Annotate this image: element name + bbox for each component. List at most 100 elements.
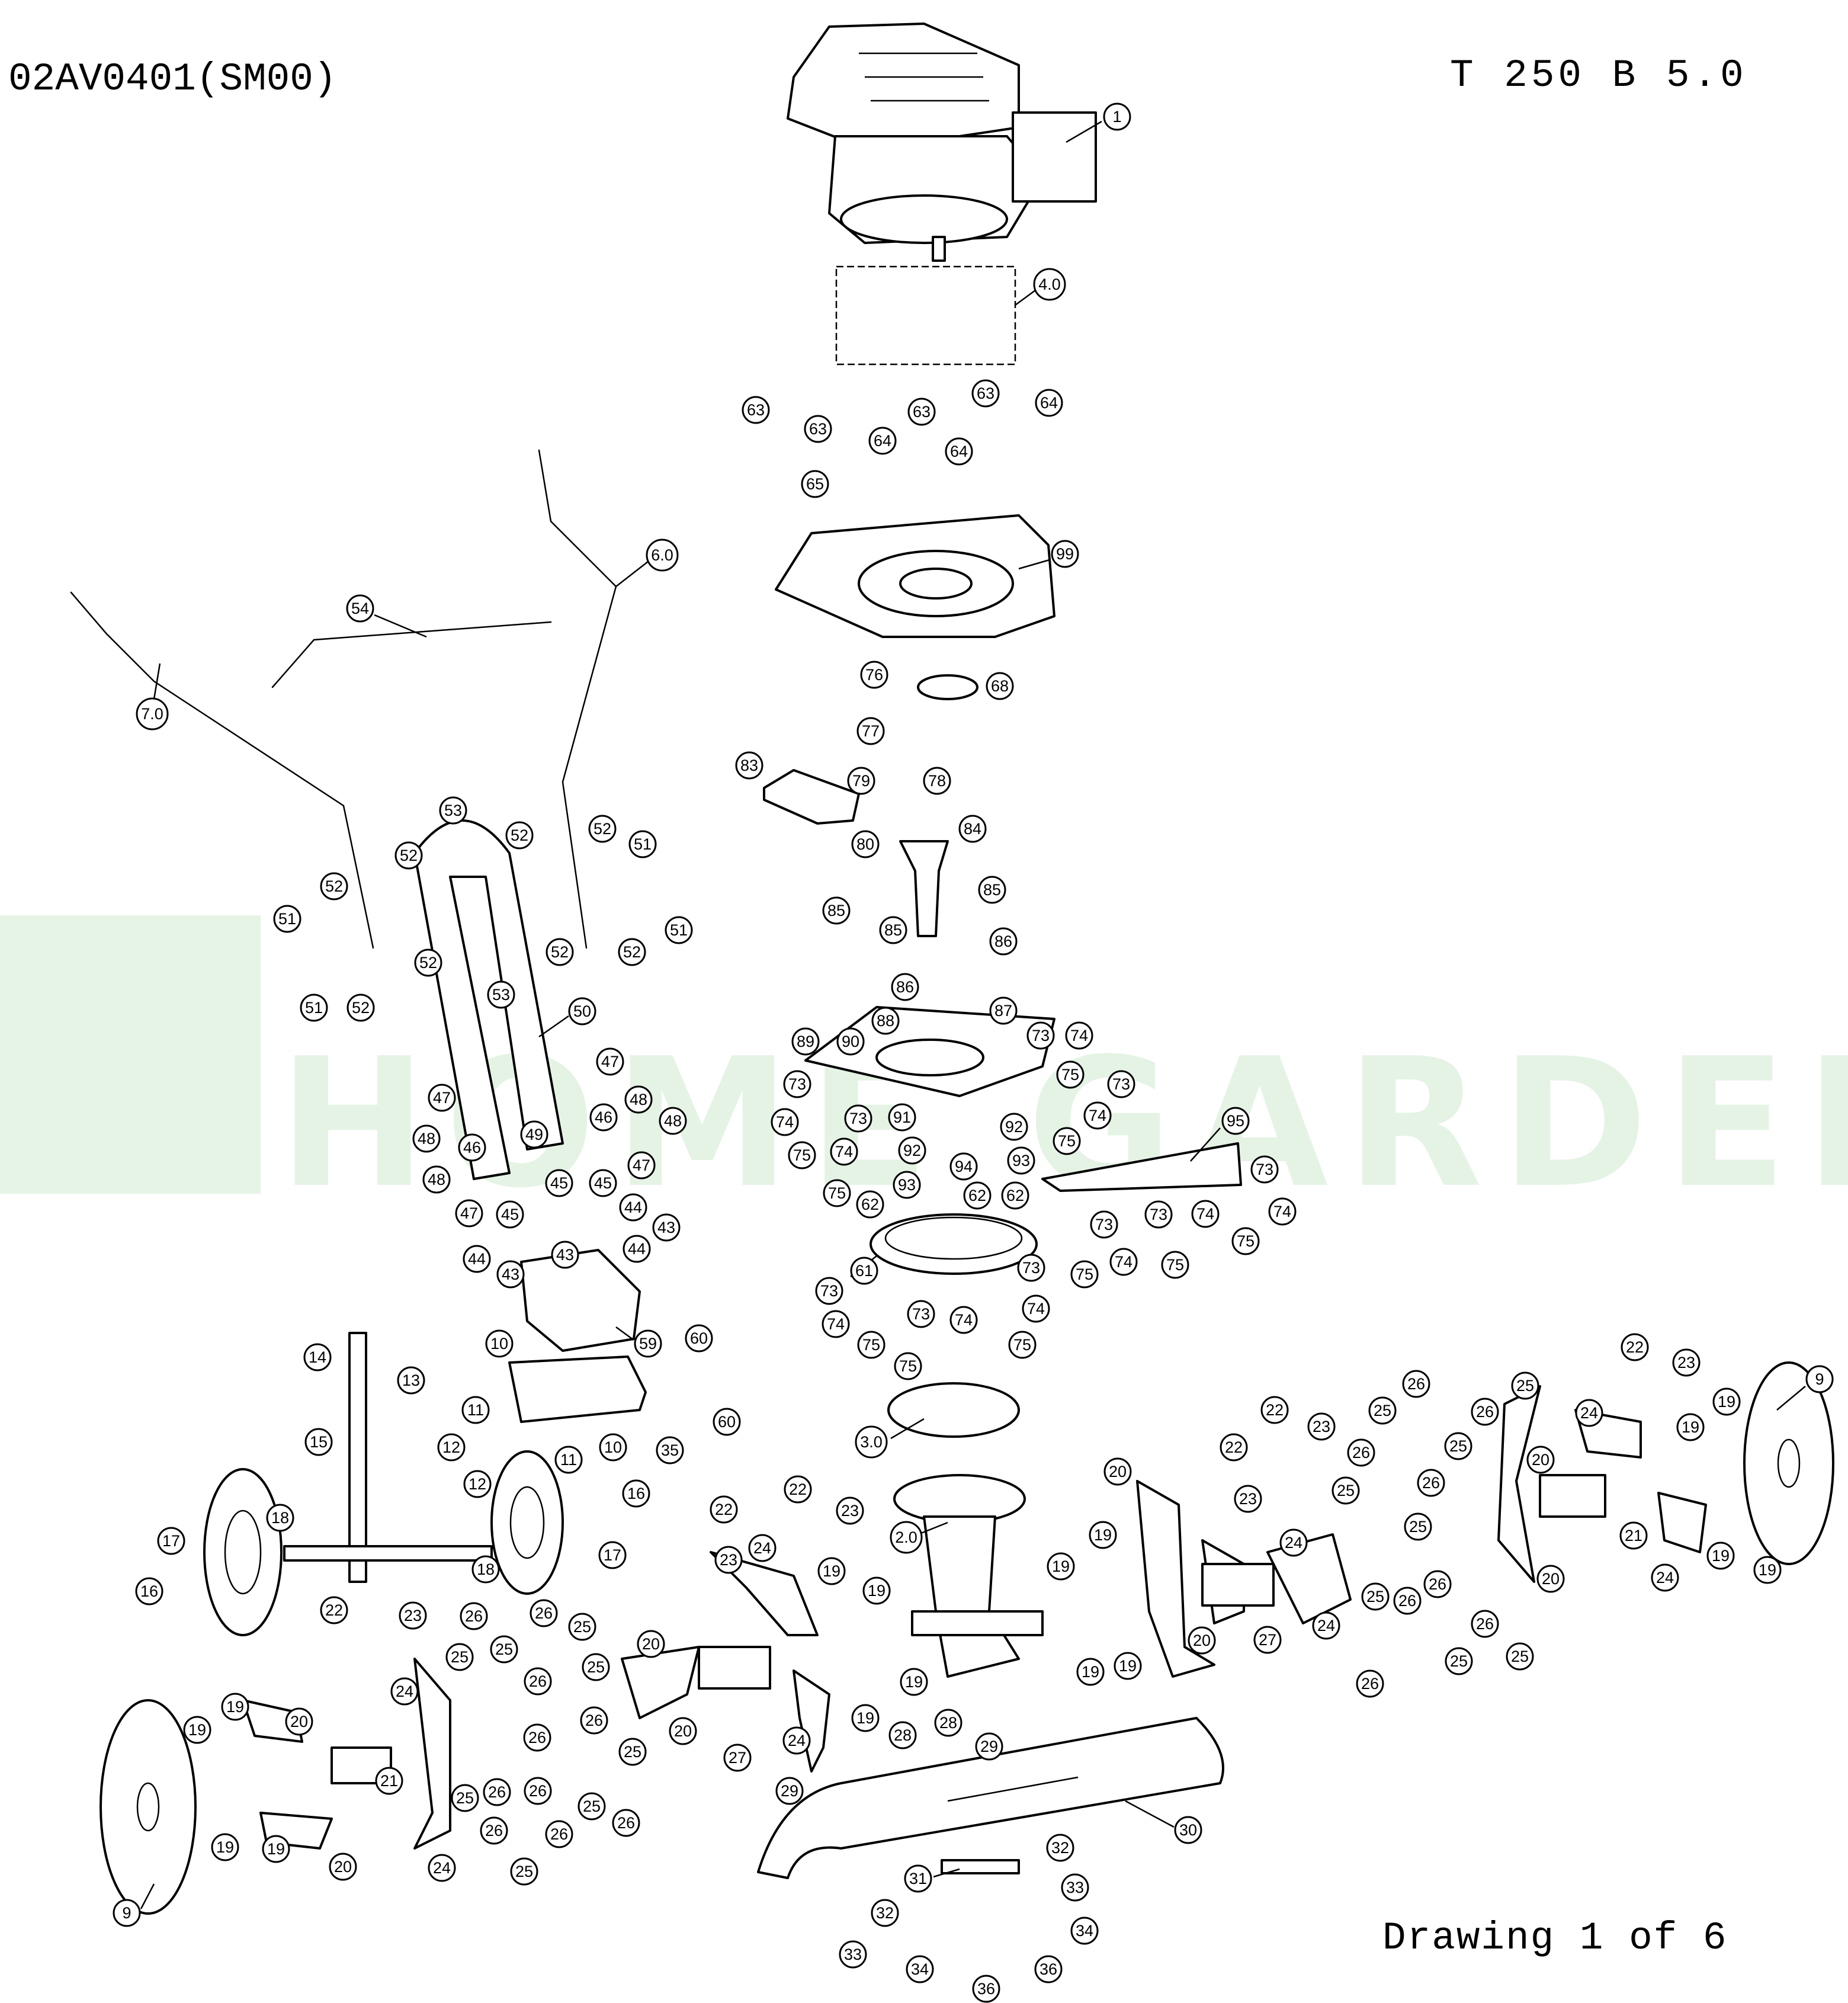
part-callout: 93: [1007, 1146, 1035, 1175]
part-callout: 19: [221, 1693, 249, 1721]
callout-circle: [850, 1257, 878, 1285]
part-callout: 35: [656, 1436, 684, 1464]
part-callout: 19: [1076, 1658, 1105, 1686]
part-callout: 3.0: [855, 1425, 888, 1459]
callout-circle: [329, 1853, 357, 1881]
callout-circle: [1022, 1294, 1050, 1323]
part-callout: 75: [1008, 1331, 1037, 1359]
callout-circle: [1103, 102, 1131, 131]
callout-number: 80: [856, 835, 874, 853]
callout-number: 26: [617, 1814, 635, 1832]
callout-number: 25: [583, 1797, 601, 1815]
callout-circle: [422, 1165, 451, 1194]
callout-circle: [1008, 1331, 1037, 1359]
callout-circle: [771, 1108, 799, 1136]
callout-number: 20: [1532, 1451, 1549, 1469]
callout-circle: [1161, 1251, 1189, 1279]
part-callout: 73: [907, 1300, 935, 1328]
part-callout: 22: [320, 1596, 348, 1624]
part-callout: 89: [791, 1027, 820, 1056]
callout-number: 28: [894, 1726, 912, 1744]
callout-circle: [888, 1721, 917, 1749]
part-callout: 26: [580, 1706, 608, 1735]
callout-circle: [1047, 1552, 1075, 1581]
callout-number: 94: [955, 1158, 973, 1175]
callout-number: 43: [657, 1219, 675, 1236]
part-callout: 73: [1144, 1200, 1173, 1229]
callout-circle: [455, 1199, 483, 1228]
pulley: [917, 674, 978, 700]
callout-circle: [868, 427, 897, 455]
callout-circle: [1368, 1396, 1397, 1425]
callout-circle: [1402, 1370, 1430, 1398]
callout-circle: [375, 1767, 403, 1795]
callout-number: 52: [623, 943, 641, 961]
callout-circle: [451, 1784, 479, 1812]
callout-circle: [830, 1137, 858, 1166]
engine-deck: [775, 514, 1055, 638]
part-callout: 51: [300, 994, 328, 1022]
part-callout: 94: [949, 1152, 978, 1181]
callout-number: 75: [1058, 1132, 1076, 1150]
part-callout: 26: [1423, 1570, 1452, 1598]
part-callout: 59: [634, 1329, 662, 1358]
callout-circle: [735, 751, 763, 780]
callout-number: 73: [849, 1110, 867, 1127]
callout-number: 64: [950, 443, 968, 460]
callout-number: 44: [628, 1240, 646, 1258]
part-callout: 85: [879, 916, 907, 944]
callout-circle: [791, 1027, 820, 1056]
part-callout: 31: [904, 1864, 932, 1893]
part-callout: 26: [1417, 1469, 1445, 1497]
part-callout: 27: [1253, 1626, 1282, 1654]
shield-bracket: [941, 1859, 1020, 1874]
callout-circle: [580, 1706, 608, 1735]
part-callout: 75: [1053, 1127, 1081, 1155]
part-callout: 23: [836, 1496, 864, 1525]
bracket-59: [520, 1249, 641, 1352]
callout-circle: [262, 1835, 290, 1863]
callout-circle: [1445, 1647, 1473, 1675]
callout-circle: [822, 896, 851, 925]
callout-circle: [989, 927, 1018, 956]
part-callout: 29: [975, 1732, 1003, 1761]
part-callout: 51: [665, 916, 693, 944]
callout-circle: [1070, 1260, 1099, 1289]
part-callout: 26: [545, 1820, 573, 1848]
callout-circle: [437, 1433, 466, 1462]
part-callout: 74: [1191, 1200, 1220, 1228]
part-callout: 80: [851, 830, 880, 858]
callout-number: 44: [624, 1198, 642, 1216]
part-callout: 25: [1332, 1476, 1360, 1505]
callout-circle: [801, 470, 829, 498]
callout-circle: [463, 1470, 492, 1498]
part-callout: 16: [135, 1577, 163, 1605]
model-code: 02AV0401(SM00): [8, 57, 337, 101]
part-callout: 52: [618, 938, 646, 966]
callout-circle: [428, 1084, 456, 1112]
callout-number: 84: [964, 820, 981, 838]
part-callout: 54: [346, 594, 374, 623]
part-callout: 53: [487, 980, 515, 1009]
part-callout: 23: [714, 1546, 743, 1574]
callout-number: 25: [451, 1648, 469, 1666]
callout-number: 90: [842, 1033, 859, 1050]
part-callout: 52: [394, 841, 423, 870]
callout-circle: [963, 1181, 992, 1210]
part-callout: 24: [1575, 1399, 1603, 1427]
callout-circle: [461, 1396, 490, 1424]
callout-circle: [1575, 1399, 1603, 1427]
callout-circle: [399, 1601, 427, 1630]
part-callout: 74: [822, 1310, 850, 1338]
part-callout: 22: [1260, 1396, 1289, 1424]
leader-lines: [140, 120, 1806, 1909]
callout-number: 65: [806, 475, 824, 493]
part-callout: 11: [461, 1396, 490, 1424]
part-callout: 34: [906, 1955, 934, 1983]
callout-number: 19: [226, 1698, 244, 1716]
callout-number: 25: [1337, 1482, 1355, 1499]
callout-circle: [1221, 1107, 1250, 1135]
callout-circle: [775, 1777, 804, 1805]
callout-number: 23: [720, 1551, 737, 1569]
callout-number: 47: [460, 1204, 478, 1222]
